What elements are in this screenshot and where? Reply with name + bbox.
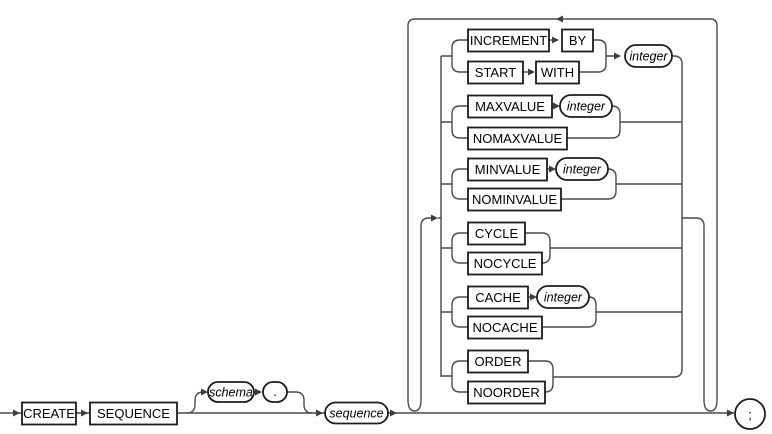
terminal-sequence-name: sequence bbox=[324, 401, 389, 425]
keyword-nocache-label: NOCACHE bbox=[472, 320, 537, 335]
keyword-by: BY bbox=[561, 28, 594, 53]
keyword-by-label: BY bbox=[569, 33, 587, 48]
right-bracket-minvalue bbox=[561, 168, 682, 200]
right-bracket-cache bbox=[542, 296, 682, 328]
keyword-order: ORDER bbox=[467, 349, 529, 374]
terminal-dot: . bbox=[262, 381, 288, 403]
keyword-minvalue: MINVALUE bbox=[467, 157, 548, 182]
right-bracket-cycle bbox=[525, 232, 682, 264]
left-bracket-cycle bbox=[441, 232, 468, 264]
left-bracket-order bbox=[441, 360, 468, 393]
keyword-maxvalue: MAXVALUE bbox=[467, 94, 553, 119]
terminal-semicolon: ; bbox=[734, 398, 766, 430]
terminal-schema-label: schema bbox=[209, 386, 253, 400]
arrow-right-icon bbox=[553, 102, 560, 110]
terminal-integer-label: integer bbox=[563, 163, 602, 177]
keyword-with-label: WITH bbox=[541, 65, 574, 80]
right-bracket-order bbox=[528, 360, 674, 393]
arrow-right-icon bbox=[201, 388, 208, 396]
right-bracket-maxvalue bbox=[567, 105, 682, 139]
arrow-right-icon bbox=[431, 214, 438, 222]
right-choice-rail bbox=[672, 55, 683, 378]
left-bracket-minvalue bbox=[441, 168, 468, 200]
keyword-sequence: SEQUENCE bbox=[89, 401, 178, 426]
arrow-right-icon bbox=[316, 409, 323, 417]
arrow-right-icon bbox=[727, 409, 734, 417]
keyword-noorder-label: NOORDER bbox=[473, 385, 539, 400]
keyword-cycle: CYCLE bbox=[467, 221, 526, 246]
arrow-right-icon bbox=[552, 36, 559, 44]
arrow-right-icon bbox=[549, 165, 556, 173]
left-bracket-maxvalue bbox=[441, 105, 468, 139]
keyword-noorder: NOORDER bbox=[467, 380, 546, 405]
terminal-integer-label: integer bbox=[567, 100, 606, 114]
terminal-integer-increment: integer bbox=[624, 44, 673, 68]
keyword-create: CREATE bbox=[21, 401, 77, 426]
keyword-maxvalue-label: MAXVALUE bbox=[475, 99, 545, 114]
left-bracket-increment-start bbox=[441, 39, 468, 73]
keyword-create-label: CREATE bbox=[23, 406, 75, 421]
arrow-right-icon bbox=[13, 409, 20, 417]
arrow-right-icon bbox=[528, 68, 535, 76]
terminal-integer-maxvalue: integer bbox=[559, 94, 613, 118]
keyword-nominvalue-label: NOMINVALUE bbox=[472, 192, 557, 207]
terminal-integer-minvalue: integer bbox=[555, 157, 609, 181]
arrow-right-icon bbox=[530, 293, 537, 301]
left-bracket-cache bbox=[441, 296, 468, 328]
arrow-right-icon bbox=[390, 409, 397, 417]
terminal-integer-label: integer bbox=[629, 50, 668, 64]
arrow-right-icon bbox=[614, 52, 621, 60]
keyword-minvalue-label: MINVALUE bbox=[475, 162, 541, 177]
keyword-increment: INCREMENT bbox=[467, 28, 550, 53]
keyword-nominvalue: NOMINVALUE bbox=[467, 187, 562, 212]
terminal-integer-cache: integer bbox=[536, 285, 590, 309]
arrow-right-icon bbox=[81, 409, 88, 417]
keyword-increment-label: INCREMENT bbox=[470, 33, 547, 48]
terminal-semicolon-label: ; bbox=[748, 407, 752, 422]
terminal-sequence-name-label: sequence bbox=[329, 407, 383, 421]
keyword-cache: CACHE bbox=[467, 285, 529, 310]
right-bracket-increment-start bbox=[579, 39, 614, 73]
keyword-nocache: NOCACHE bbox=[467, 315, 543, 340]
terminal-integer-label: integer bbox=[544, 291, 583, 305]
terminal-schema: schema bbox=[207, 381, 255, 403]
arrow-left-icon bbox=[556, 15, 563, 23]
keyword-start-label: START bbox=[475, 65, 516, 80]
keyword-nomaxvalue: NOMAXVALUE bbox=[467, 126, 568, 151]
keyword-nocycle-label: NOCYCLE bbox=[474, 256, 537, 271]
keyword-cache-label: CACHE bbox=[475, 290, 521, 305]
keyword-nocycle: NOCYCLE bbox=[467, 251, 543, 276]
keyword-nomaxvalue-label: NOMAXVALUE bbox=[473, 131, 563, 146]
arrow-right-icon bbox=[255, 388, 262, 396]
keyword-with: WITH bbox=[535, 60, 580, 85]
keyword-order-label: ORDER bbox=[475, 354, 522, 369]
keyword-start: START bbox=[467, 60, 524, 85]
keyword-sequence-label: SEQUENCE bbox=[97, 406, 170, 421]
terminal-dot-label: . bbox=[273, 384, 277, 399]
keyword-cycle-label: CYCLE bbox=[475, 226, 519, 241]
